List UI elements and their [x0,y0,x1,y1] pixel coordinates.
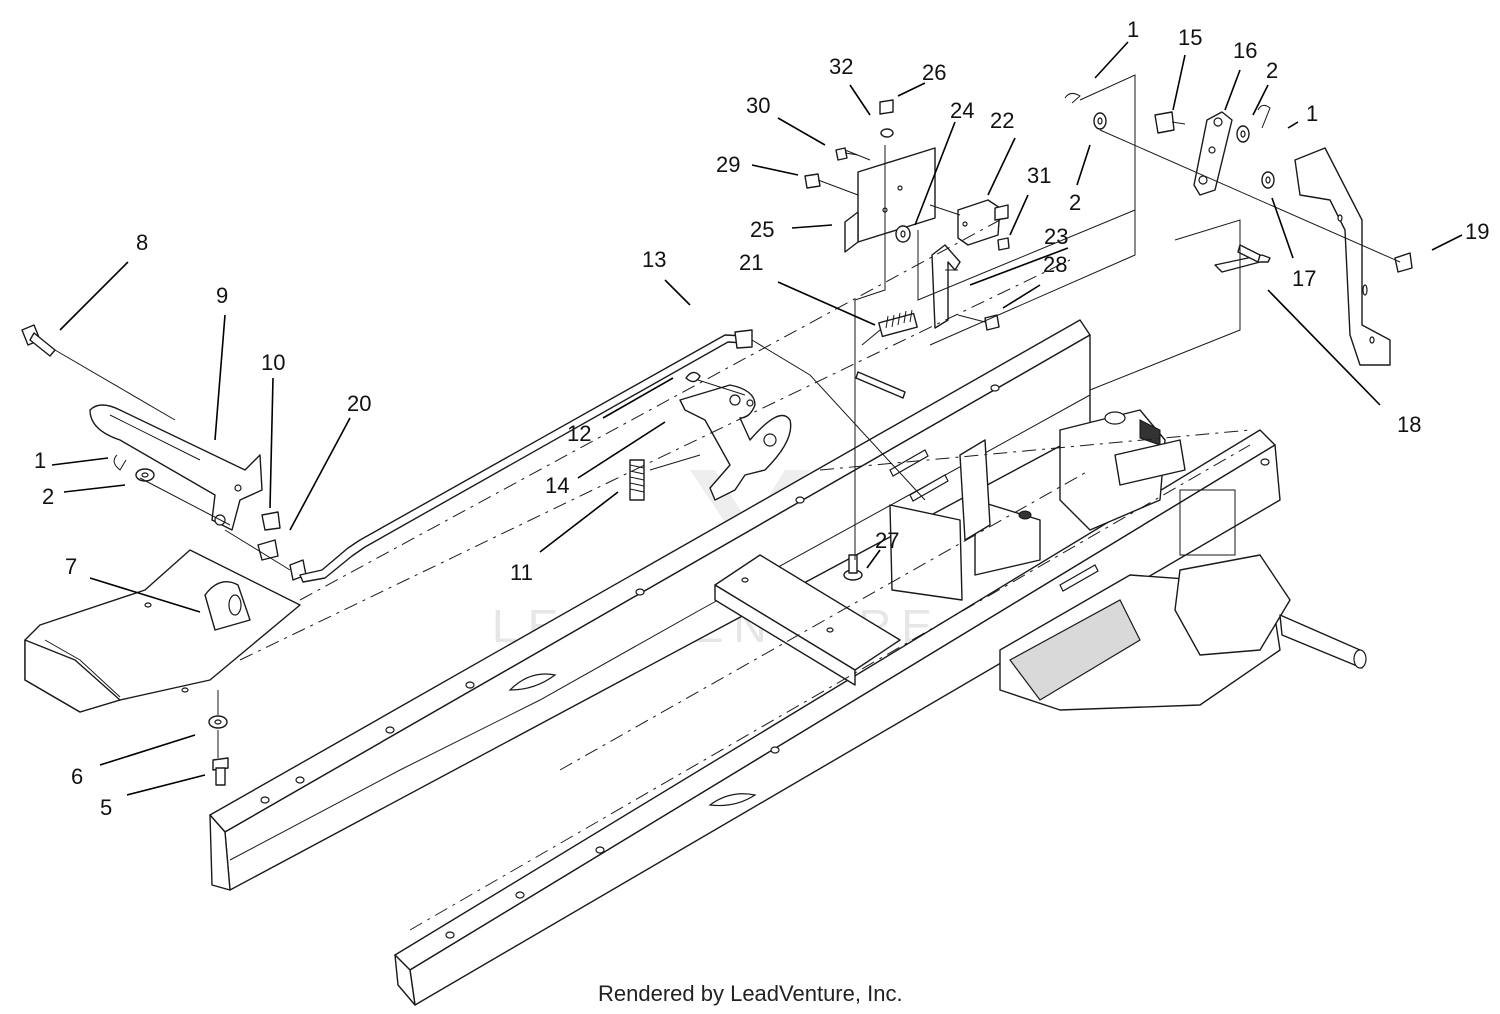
callout-10: 10 [261,350,285,375]
callout-16: 16 [1233,38,1257,63]
frame-rail-front [209,319,1091,891]
control-rod [299,329,753,583]
actuator-23 [931,244,961,329]
callout-27: 27 [875,528,899,553]
switch-bracket-25 [844,147,936,253]
frame-rail-rear [394,429,1281,1006]
washer-6 [208,715,228,729]
transaxle [889,409,1367,711]
nut-26 [879,99,894,138]
washer-24 [895,225,911,243]
callout-18: 18 [1397,412,1421,437]
callout-25: 25 [750,217,774,242]
callout-17: 17 [1292,266,1316,291]
callout-19: 19 [1465,219,1489,244]
callout-8: 8 [136,230,148,255]
callout-7: 7 [65,554,77,579]
callout-1: 1 [34,448,46,473]
nut-19 [1394,252,1413,273]
bolt-27 [843,554,863,581]
callout-2: 2 [1266,58,1278,83]
callout-11: 11 [510,560,533,585]
callout-30: 30 [746,93,770,118]
callout-2: 2 [1069,190,1081,215]
nut-10 [261,511,281,531]
callout-23: 23 [1044,224,1068,249]
callout-32: 32 [829,54,853,79]
callout-12: 12 [567,421,591,446]
washer-2-link [1236,125,1250,143]
switch-22 [957,199,1009,246]
callout-26: 26 [922,60,946,85]
callout-9: 9 [216,283,228,308]
washer-17 [1261,171,1275,189]
link-16 [1193,111,1233,196]
callout-28: 28 [1043,252,1067,277]
pedal-lever [89,404,263,531]
bolt-28 [984,314,1000,331]
mount-bracket [1294,147,1391,366]
callout-13: 13 [642,247,666,272]
clip-1-pedal [113,454,127,471]
assembly-lines [54,74,1401,931]
callout-14: 14 [545,473,569,498]
callout-6: 6 [71,764,83,789]
callout-20: 20 [347,391,371,416]
callout-1: 1 [1127,17,1139,42]
bolt-5 [212,757,229,786]
spring-21 [861,309,918,346]
callout-24: 24 [950,98,974,123]
callouts: 1 15 16 2 1 32 26 30 24 22 29 31 2 25 23… [34,17,1489,820]
pin-15 [1154,111,1186,134]
clip-1-link [1257,104,1271,129]
washer-2-upper [1093,112,1107,130]
washer-2-pedal [135,468,155,482]
bushing-20 [257,539,307,581]
bracket-14 [679,384,792,501]
screw-30 [835,147,859,161]
frame-cross-member [714,554,901,686]
callout-1: 1 [1306,101,1318,126]
callout-21: 21 [739,250,763,275]
render-credit: Rendered by LeadVenture, Inc. [598,981,903,1006]
pivot-pin [855,371,906,399]
clip-12 [685,371,701,383]
rod-18 [1214,244,1271,273]
nut-31 [997,237,1010,251]
seat-pan [24,549,301,713]
clip-1-upper [1064,92,1081,104]
callout-22: 22 [990,108,1014,133]
callout-31: 31 [1027,163,1051,188]
nut-29 [804,173,821,189]
leader-lines [51,41,1463,796]
callout-5: 5 [100,795,112,820]
bolt-8 [21,324,56,357]
callout-2: 2 [42,484,54,509]
callout-29: 29 [716,152,740,177]
callout-15: 15 [1178,25,1202,50]
